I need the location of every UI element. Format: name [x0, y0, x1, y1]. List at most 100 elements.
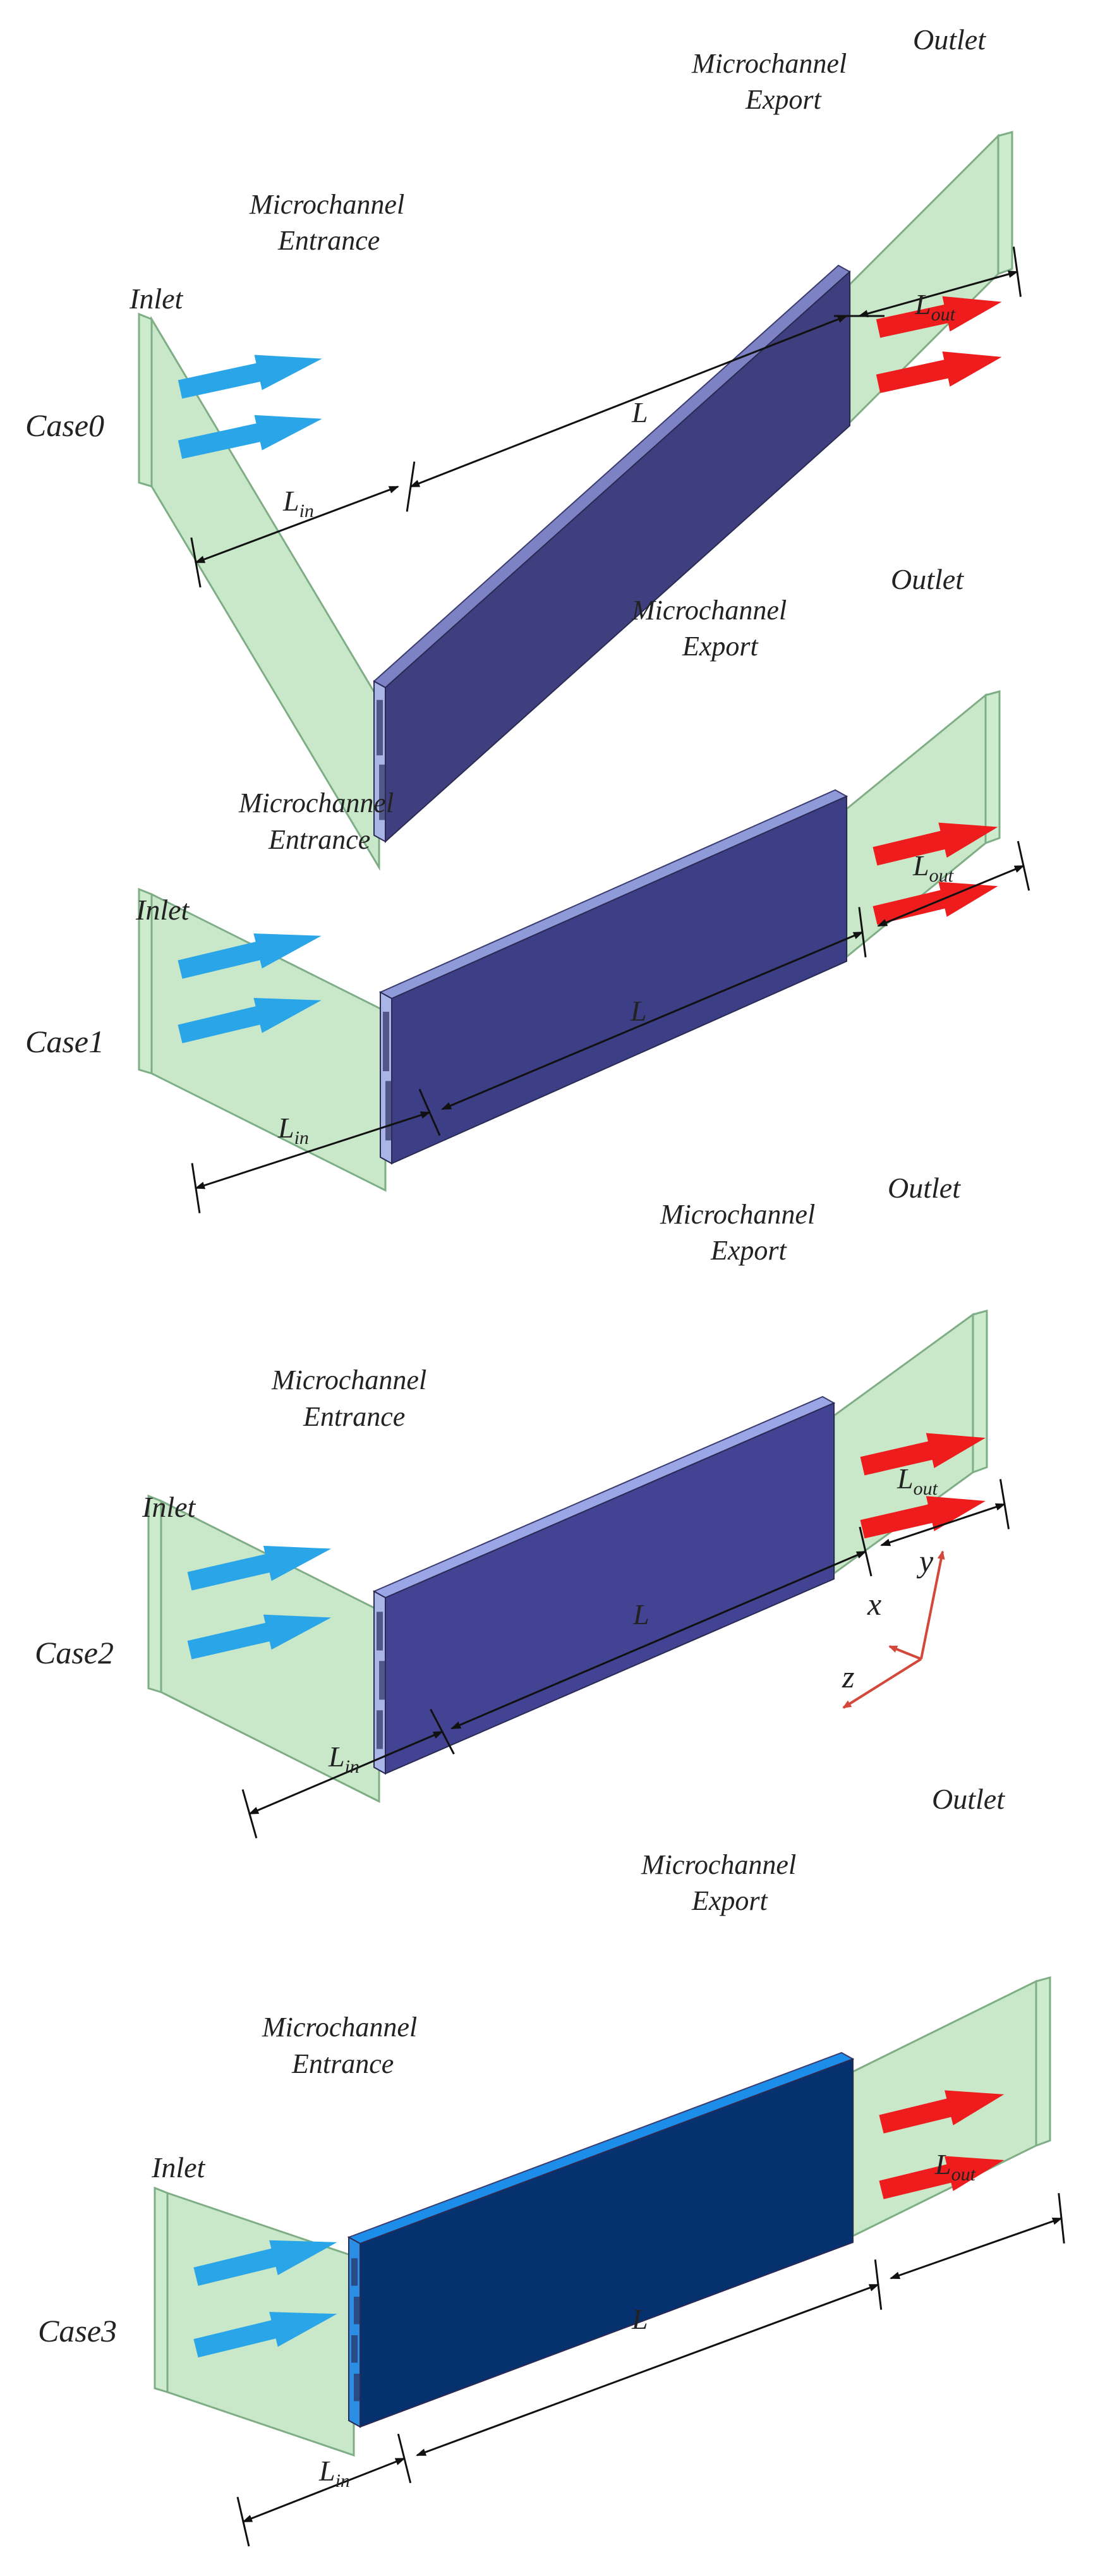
axis-z-label: z [842, 1659, 854, 1694]
outlet-face [1035, 1976, 1051, 2148]
dim-l-label: L [632, 1598, 649, 1631]
dim-l-line [409, 315, 848, 488]
inlet-label: Inlet [151, 2151, 206, 2184]
extension-tick [999, 1479, 1010, 1529]
entrance-label-line1: Microchannel [262, 2012, 417, 2043]
dim-lout-line [877, 865, 1025, 927]
extension-tick [241, 1789, 258, 1838]
case-0-texts: Case0 Inlet Outlet Microchannel Entrance… [25, 23, 986, 521]
extension-tick [1058, 2193, 1065, 2244]
dim-l-label: L [631, 396, 648, 428]
inlet-face [154, 2186, 169, 2394]
entrance-label-line2: Entrance [277, 225, 380, 256]
inlet-label: Inlet [135, 894, 190, 926]
outlet-face [972, 1309, 988, 1474]
axis-x-label: x [867, 1586, 881, 1622]
channel-slot [377, 700, 383, 756]
case-label: Case1 [25, 1024, 104, 1059]
export-label-line2: Export [682, 631, 759, 662]
channel-slot [377, 1710, 383, 1749]
extension-tick [874, 2259, 883, 2310]
case-panel-3 [154, 1976, 1065, 2547]
extension-tick [406, 461, 416, 512]
dim-l-line [441, 931, 864, 1110]
extension-tick [858, 907, 867, 957]
inlet-face [138, 312, 153, 488]
dim-l-label: L [631, 2303, 648, 2335]
outlet-label: Outlet [932, 1783, 1005, 1815]
case-label: Case3 [38, 2313, 117, 2348]
case-3-texts: Case3 Inlet Outlet Microchannel Entrance… [38, 1783, 1005, 2491]
entrance-label-line1: Microchannel [249, 189, 404, 220]
dim-l-line [416, 2283, 879, 2457]
extension-tick [236, 2496, 250, 2547]
outlet-label: Outlet [888, 1172, 961, 1204]
axis-x-line [888, 1645, 922, 1660]
dim-lin-line [195, 1111, 431, 1189]
axis-y-line [920, 1550, 945, 1660]
extension-tick [397, 2433, 412, 2484]
axis-z-line [842, 1658, 922, 1709]
outlet-label: Outlet [891, 563, 964, 595]
axis-y-label: y [916, 1543, 934, 1579]
inlet-flow-arrow [178, 415, 322, 459]
dim-lout-line [858, 270, 1018, 318]
dim-l-line [450, 1550, 867, 1730]
case-2-texts: Case2 Inlet Outlet Microchannel Entrance… [35, 1172, 961, 1777]
dim-lout-label: Lout [934, 2148, 976, 2185]
dim-lin-line [195, 485, 399, 564]
export-label-line1: Microchannel [691, 48, 847, 79]
dim-l-label: L [630, 995, 647, 1027]
microchannel-body [385, 270, 850, 843]
entrance-label-line2: Entrance [303, 1401, 405, 1432]
entrance-label-line2: Entrance [291, 2048, 394, 2079]
outlet-label: Outlet [913, 23, 986, 56]
inlet-flow-arrow [193, 2240, 337, 2286]
inlet-flow-arrow [178, 998, 322, 1043]
channel-slot [351, 2258, 358, 2286]
inlet-label: Inlet [129, 283, 184, 315]
dim-lout-line [890, 2217, 1063, 2280]
extension-tick [418, 1088, 441, 1136]
inlet-flow-arrow [187, 1614, 332, 1660]
dim-lin-line [248, 1730, 444, 1815]
inlet-domain [150, 315, 380, 872]
channel-slot [377, 1612, 383, 1651]
inlet-flow-arrow [178, 355, 322, 399]
entrance-label-line1: Microchannel [238, 787, 394, 818]
export-label-line1: Microchannel [631, 595, 787, 626]
case-label: Case2 [35, 1635, 114, 1670]
export-label-line2: Export [745, 84, 823, 115]
dim-lout-line [880, 1503, 1006, 1546]
outlet-flow-arrow [879, 2090, 1005, 2134]
inlet-face [147, 1494, 162, 1694]
case-panel-2 [147, 1309, 1010, 1838]
export-label-line2: Export [710, 1235, 788, 1266]
channel-slot [379, 764, 385, 820]
outlet-face [984, 690, 1001, 845]
dim-lin-label: Lin [328, 1741, 359, 1777]
dim-lin-label: Lin [282, 485, 314, 521]
channel-slot [354, 2373, 360, 2402]
inlet-label: Inlet [142, 1491, 196, 1523]
inlet-flow-arrow [187, 1545, 332, 1591]
entrance-label-line2: Entrance [268, 824, 370, 855]
case-1-texts: Case1 Inlet Outlet Microchannel Entrance… [25, 563, 964, 1148]
inlet-face [138, 887, 153, 1075]
extension-tick [430, 1708, 455, 1755]
case-label: Case0 [25, 408, 104, 443]
channel-slot [383, 1011, 389, 1071]
export-label-line1: Microchannel [660, 1199, 815, 1230]
entrance-label-line1: Microchannel [271, 1364, 426, 1395]
extension-tick [859, 1526, 872, 1577]
dim-lin-label: Lin [318, 2455, 350, 2491]
export-label-line2: Export [691, 1885, 769, 1916]
extension-tick [191, 1163, 201, 1213]
dim-lout-label: Lout [897, 1462, 938, 1499]
channel-slot [351, 2335, 358, 2363]
extension-tick [1012, 246, 1022, 297]
microchannel-body [391, 795, 847, 1165]
case-panel-0 [138, 131, 1022, 872]
outlet-flow-arrow [872, 822, 998, 866]
